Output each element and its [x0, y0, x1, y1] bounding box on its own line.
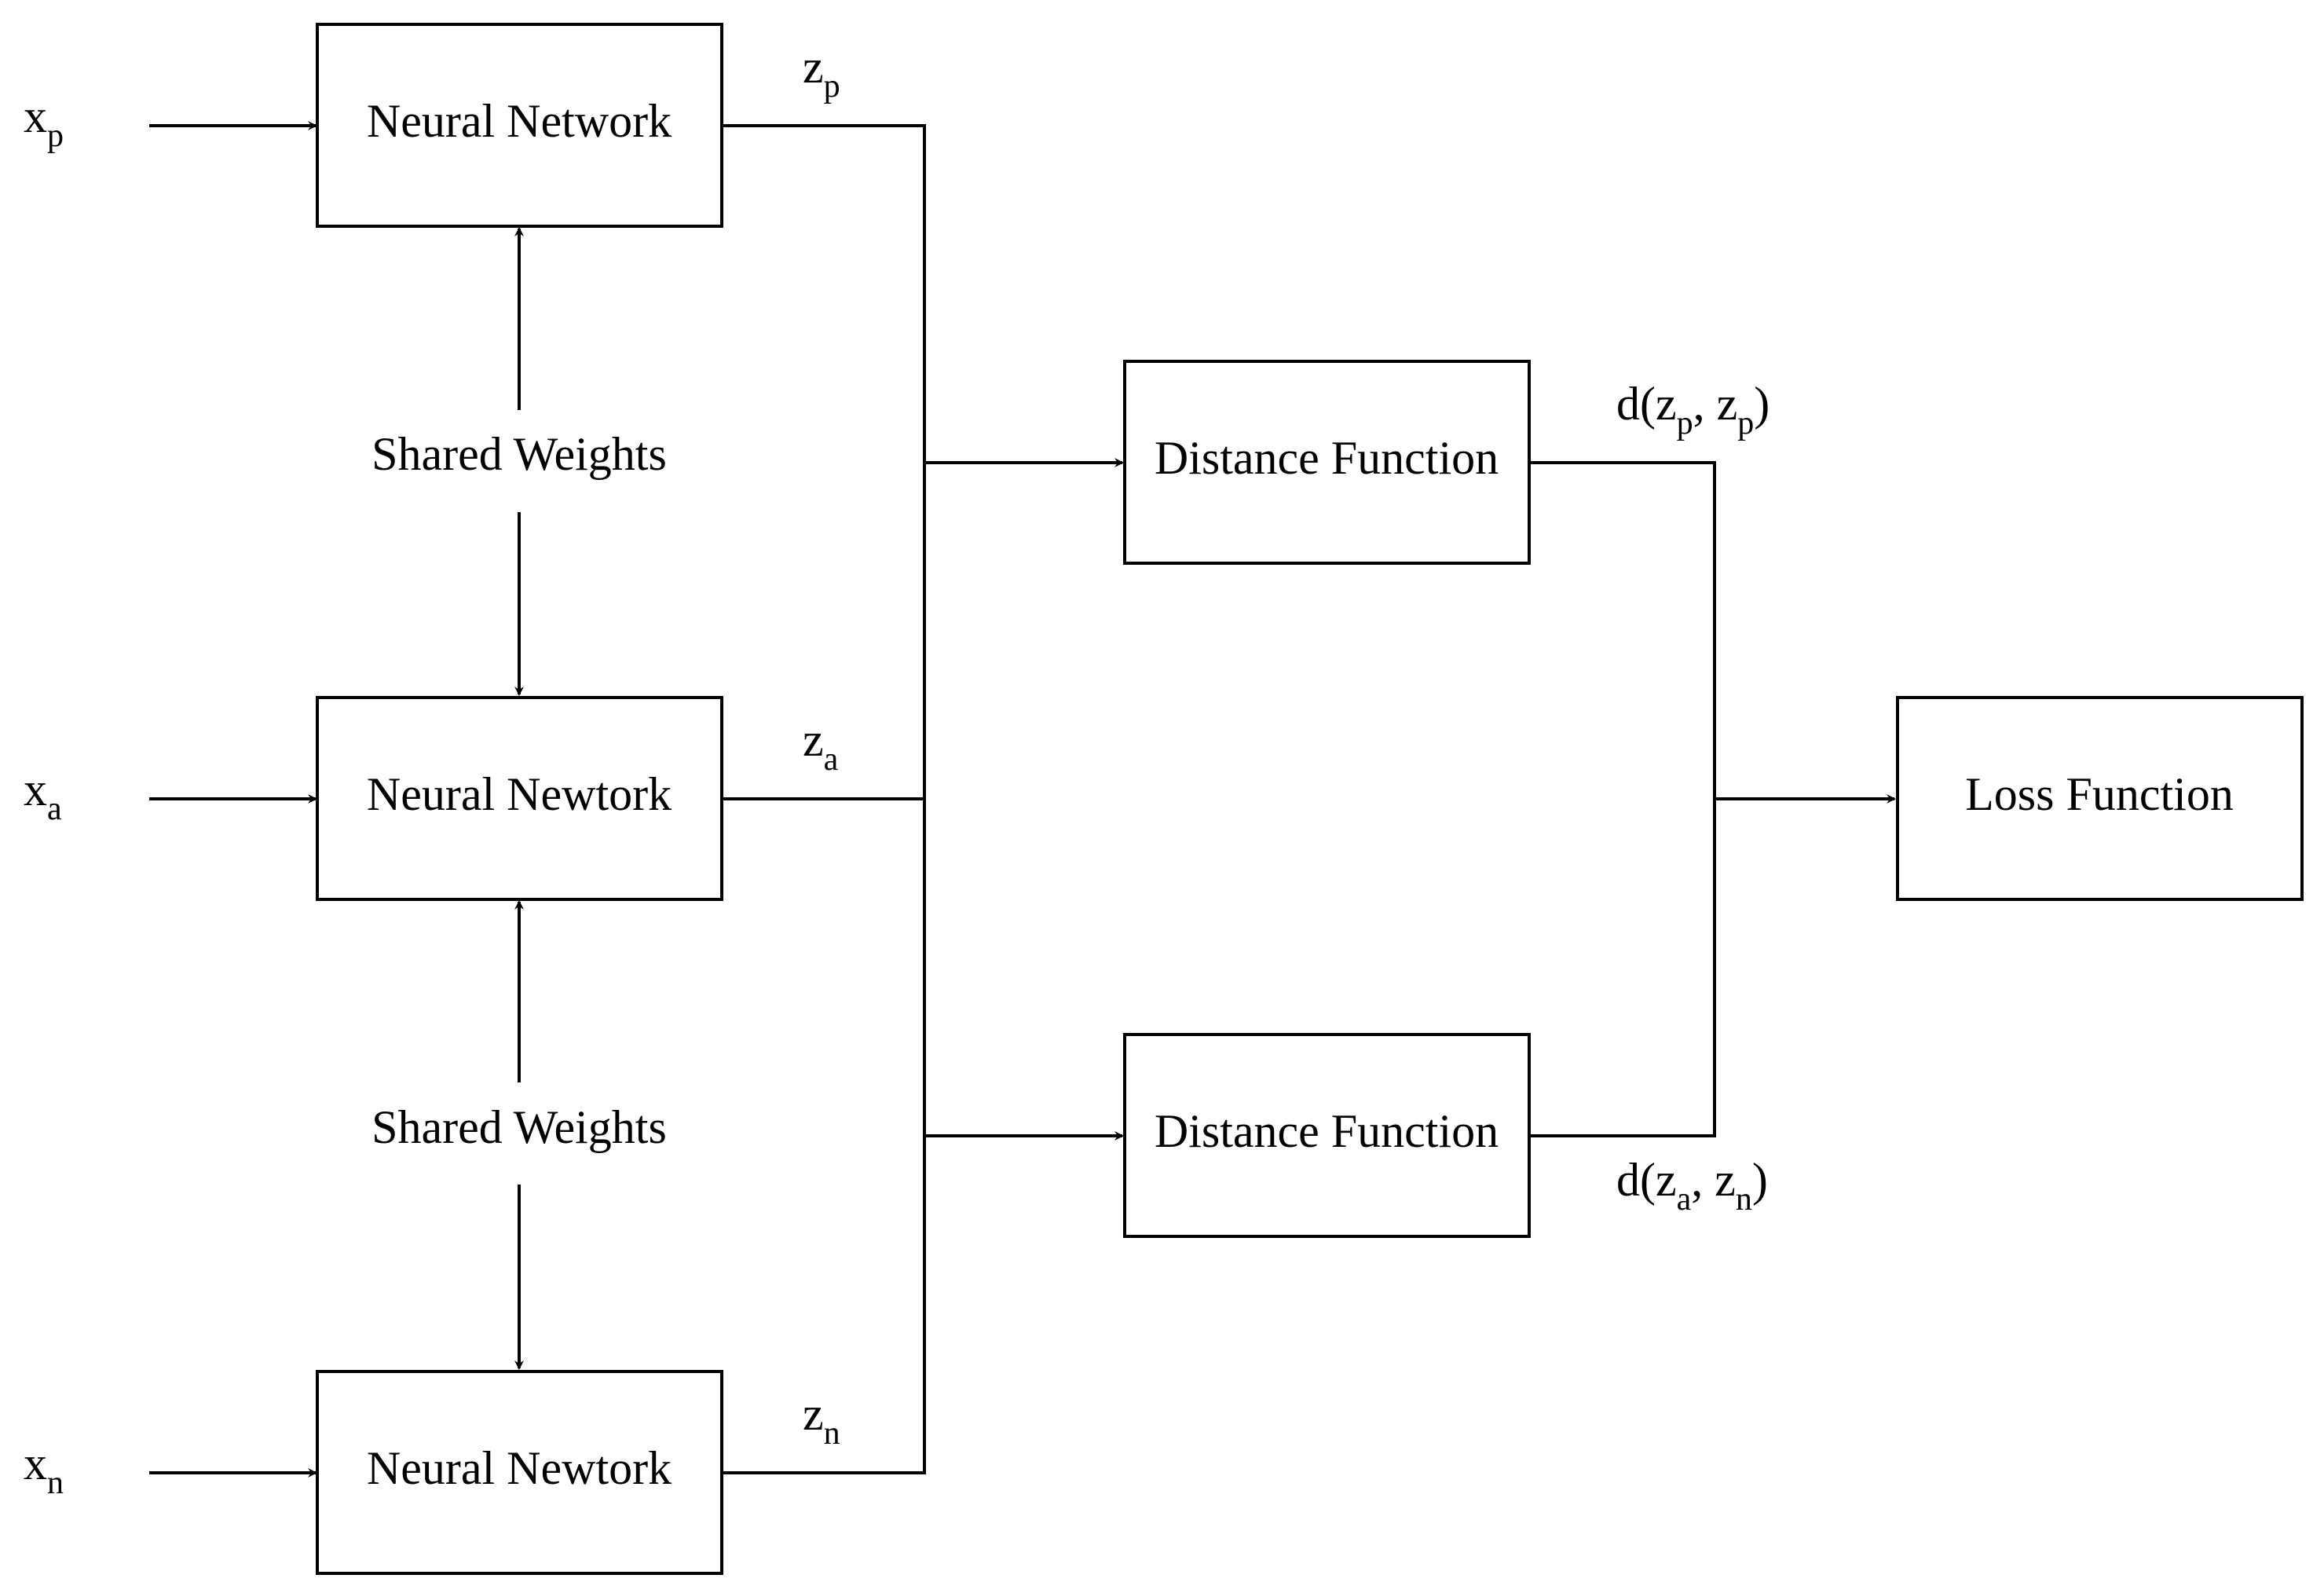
distance-function-box-top: Distance Function: [1123, 360, 1531, 565]
distance-function-label-bottom: Distance Function: [1155, 1105, 1499, 1157]
loss-function-label: Loss Function: [1965, 768, 2234, 820]
shared-weights-label-bottom: Shared Weights: [371, 1101, 667, 1153]
distance-output-label-top: d(zp, zp): [1616, 378, 1770, 441]
distance-output-label-bottom: d(za, zn): [1616, 1154, 1768, 1218]
neural-network-label-p: Neural Network: [367, 95, 672, 147]
loss-function-box: Loss Function: [1896, 696, 2304, 901]
distance-function-label-top: Distance Function: [1155, 432, 1499, 484]
neural-network-box-n: Neural Newtork: [316, 1370, 723, 1575]
input-label-p: xp: [24, 90, 64, 154]
embedding-label-p: zp: [803, 41, 840, 104]
distance-output-line: [1529, 461, 1716, 1137]
shared-weights-label-top: Shared Weights: [371, 428, 667, 480]
embedding-label-a: za: [803, 714, 839, 778]
neural-network-box-p: Neural Network: [316, 23, 723, 228]
neural-network-box-a: Neural Newtork: [316, 696, 723, 901]
distance-function-box-bottom: Distance Function: [1123, 1033, 1531, 1238]
neural-network-label-n: Neural Newtork: [367, 1442, 672, 1494]
neural-network-label-a: Neural Newtork: [367, 768, 672, 820]
embedding-label-n: zn: [803, 1388, 840, 1452]
input-label-n: xn: [24, 1437, 64, 1501]
input-label-a: xa: [24, 764, 62, 827]
